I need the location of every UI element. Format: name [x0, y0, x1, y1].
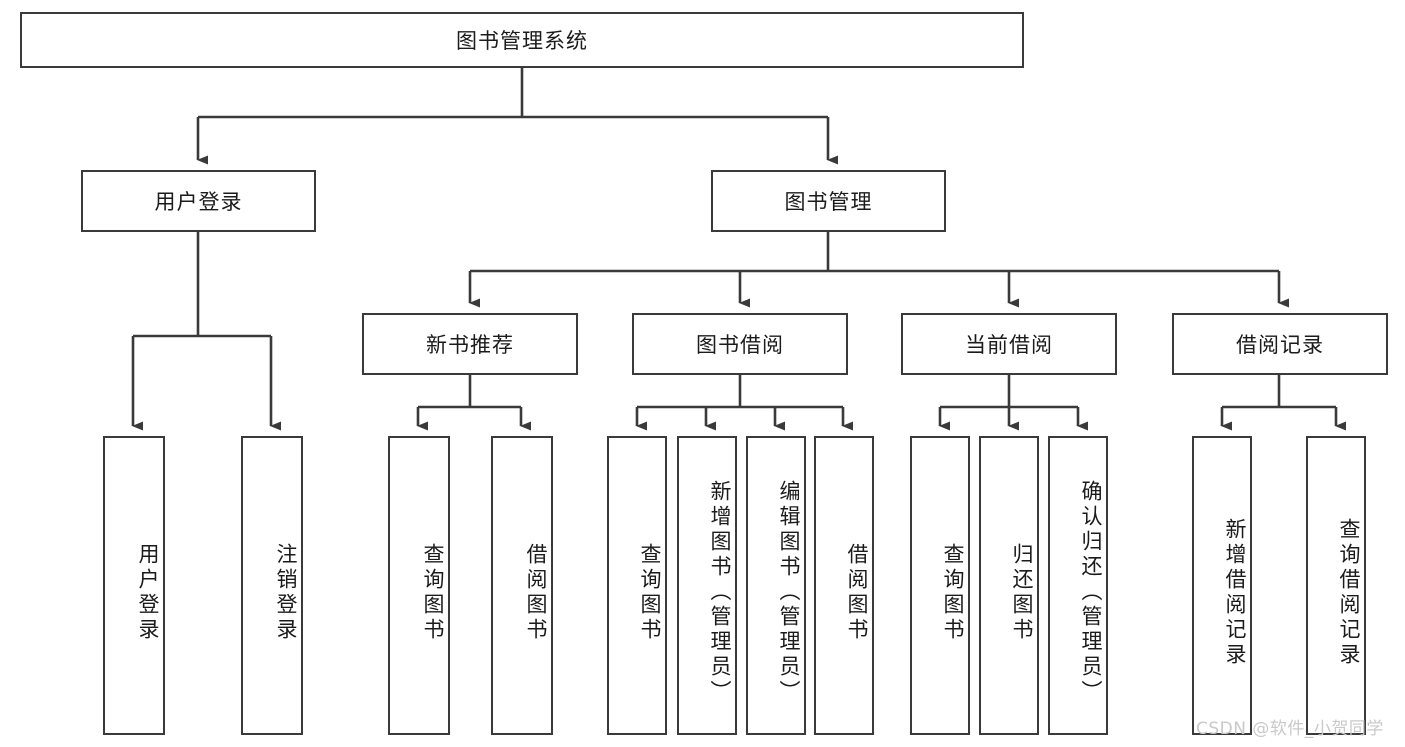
node-book-management[interactable]: 图书管理	[711, 170, 946, 232]
node-label: 确认归还（管理员）	[1079, 480, 1103, 705]
node-label: 新书推荐	[426, 333, 514, 357]
node-label: 新增图书（管理员）	[708, 480, 732, 705]
leaf-borrow-query-book[interactable]: 查询图书	[607, 436, 667, 735]
node-label: 当前借阅	[965, 333, 1053, 357]
leaf-newbook-query-book[interactable]: 查询图书	[388, 436, 450, 735]
node-label: 查询图书	[638, 542, 662, 643]
leaf-record-add-record[interactable]: 新增借阅记录	[1192, 436, 1252, 735]
leaf-newbook-borrow-book[interactable]: 借阅图书	[491, 436, 553, 735]
node-label: 查询图书	[941, 542, 965, 643]
leaf-borrow-edit-book[interactable]: 编辑图书（管理员）	[746, 436, 806, 735]
node-new-book-recommend[interactable]: 新书推荐	[362, 313, 578, 375]
node-borrow-record[interactable]: 借阅记录	[1172, 313, 1388, 375]
node-label: 用户登录	[154, 190, 243, 214]
node-label: 查询图书	[421, 542, 445, 643]
node-current-borrow[interactable]: 当前借阅	[901, 313, 1117, 375]
node-user-login[interactable]: 用户登录	[81, 170, 316, 232]
node-label: 借阅记录	[1236, 333, 1324, 357]
node-label: 归还图书	[1010, 542, 1034, 643]
node-label: 查询借阅记录	[1337, 517, 1361, 668]
node-label: 图书借阅	[696, 333, 784, 357]
leaf-record-query-record[interactable]: 查询借阅记录	[1306, 436, 1366, 735]
node-label: 注销登录	[274, 542, 298, 643]
leaf-current-query-book[interactable]: 查询图书	[910, 436, 970, 735]
node-root-system[interactable]: 图书管理系统	[20, 12, 1024, 68]
leaf-user-login[interactable]: 用户登录	[103, 436, 165, 735]
node-label: 借阅图书	[845, 542, 869, 643]
leaf-current-confirm-return[interactable]: 确认归还（管理员）	[1048, 436, 1108, 735]
leaf-logout[interactable]: 注销登录	[241, 436, 303, 735]
node-label: 用户登录	[136, 542, 160, 643]
node-book-borrow[interactable]: 图书借阅	[632, 313, 848, 375]
node-label: 图书管理	[784, 190, 873, 214]
leaf-current-return-book[interactable]: 归还图书	[979, 436, 1039, 735]
node-label: 借阅图书	[524, 542, 548, 643]
leaf-borrow-add-book[interactable]: 新增图书（管理员）	[677, 436, 737, 735]
node-label: 编辑图书（管理员）	[777, 480, 801, 705]
node-label: 图书管理系统	[456, 29, 588, 53]
leaf-borrow-borrow-book[interactable]: 借阅图书	[814, 436, 874, 735]
node-label: 新增借阅记录	[1223, 517, 1247, 668]
